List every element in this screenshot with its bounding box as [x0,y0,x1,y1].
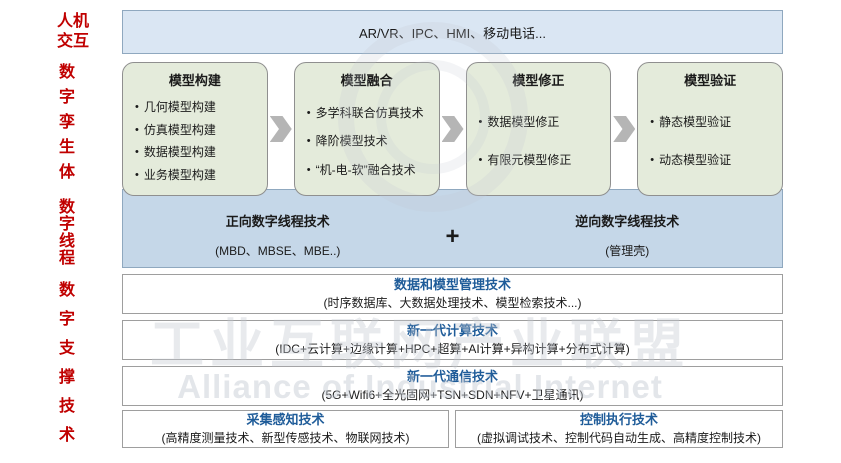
bar-data-model-management: 数据和模型管理技术 (时序数据库、大数据处理技术、模型检索技术...) [122,274,783,314]
list-item: • 有限元模型修正 [479,153,603,167]
model-box-verification: 模型验证 • 静态模型验证 • 动态模型验证 [637,62,783,196]
forward-thread-subtitle: (MBD、MBSE、MBE..) [215,244,341,258]
box-subtitle: (虚拟调试技术、控制代码自动生成、高精度控制技术) [477,431,761,445]
arrow-right-icon [269,116,292,142]
list-item-label: 数据模型修正 [487,115,560,129]
bullet-icon: • [135,146,139,159]
reverse-thread-title: 逆向数字线程技术 [575,214,680,229]
list-item-label: 几何模型构建 [143,99,216,114]
model-box-title: 模型构建 [168,73,221,88]
left-label-digital-support-tech: 数字支撑技术 [58,282,75,444]
list-item-label: 业务模型构建 [143,168,216,183]
list-item-label: 动态模型验证 [659,153,732,167]
reverse-thread-subtitle: (管理壳) [605,244,650,258]
left-label-digital-twin-body: 数字孪生体 [58,64,75,181]
arrow-right-icon [441,116,464,142]
model-box-construction: 模型构建 • 几何模型构建 • 仿真模型构建 • 数据模型构建 • 业务模型构建 [122,62,268,196]
box-subtitle: (高精度测量技术、新型传感技术、物联网技术) [161,431,410,445]
bullet-icon: • [478,154,483,166]
box-sensing-acquisition: 采集感知技术 (高精度测量技术、新型传感技术、物联网技术) [122,410,449,448]
interaction-devices-bar: AR/VR、IPC、HMI、移动电话... [122,10,783,54]
list-item: • 业务模型构建 [135,168,259,182]
forward-thread-title: 正向数字线程技术 [225,214,330,229]
forward-thread-section: 正向数字线程技术 (MBD、MBSE、MBE..) [123,190,433,267]
left-label-digital-thread: 数字线程 [58,199,75,267]
model-box-title: 模型融合 [340,73,393,88]
bullet-icon: • [135,169,139,182]
bar-next-gen-communication: 新一代通信技术 (5G+Wifi6+全光固网+TSN+SDN+NFV+卫星通讯) [122,366,783,406]
reverse-thread-section: 逆向数字线程技术 (管理壳) [473,190,783,267]
bullet-icon: • [306,106,311,119]
list-item: • 动态模型验证 [650,153,774,167]
model-box-item-list: • 多学科联合仿真技术 • 降阶模型技术 • “机-电-软”融合技术 [303,91,431,191]
list-item: • 几何模型构建 [135,100,259,114]
list-item-label: 仿真模型构建 [143,122,216,137]
left-label-human-machine-interaction: 人机交互 [56,13,89,50]
model-box-fusion: 模型融合 • 多学科联合仿真技术 • 降阶模型技术 • “机-电-软”融合技术 [293,62,440,196]
model-box-title: 模型修正 [512,73,565,88]
bar-subtitle: (5G+Wifi6+全光固网+TSN+SDN+NFV+卫星通讯) [321,388,584,402]
list-item-label: 数据模型构建 [143,145,216,160]
list-item-label: 静态模型验证 [659,115,732,129]
model-box-item-list: • 数据模型修正 • 有限元模型修正 [475,91,603,191]
plus-sign: + [445,222,460,250]
bullet-icon: • [478,116,483,128]
bar-title: 新一代通信技术 [406,369,498,384]
bar-next-gen-computing: 新一代计算技术 (IDC+云计算+边缘计算+HPC+超算+AI计算+异构计算+分… [122,320,783,360]
bullet-icon: • [650,116,655,128]
model-process-row: 模型构建 • 几何模型构建 • 仿真模型构建 • 数据模型构建 • 业务模型构建 模型融… [122,62,783,196]
model-box-item-list: • 静态模型验证 • 动态模型验证 [646,91,774,191]
list-item: • “机-电-软”融合技术 [307,163,431,177]
bullet-icon: • [306,135,311,147]
digital-thread-band: 正向数字线程技术 (MBD、MBSE、MBE..) + 逆向数字线程技术 (管理… [122,189,783,268]
model-box-item-list: • 几何模型构建 • 仿真模型构建 • 数据模型构建 • 业务模型构建 [131,91,259,191]
list-item: • 降阶模型技术 [307,134,431,148]
list-item: • 数据模型修正 [479,115,603,129]
bar-title: 新一代计算技术 [406,323,498,338]
box-title: 控制执行技术 [579,412,658,427]
arrow-right-icon [613,116,636,142]
list-item: • 静态模型验证 [650,115,774,129]
box-title: 采集感知技术 [246,412,325,427]
bullet-icon: • [650,154,655,166]
bullet-icon: • [135,123,139,136]
bar-subtitle: (时序数据库、大数据处理技术、模型检索技术...) [323,296,582,310]
list-item-label: 有限元模型修正 [487,153,572,167]
bar-subtitle: (IDC+云计算+边缘计算+HPC+超算+AI计算+异构计算+分布式计算) [275,342,630,356]
bullet-icon: • [306,163,311,176]
list-item: • 数据模型构建 [135,145,259,159]
list-item: • 多学科联合仿真技术 [307,106,431,120]
list-item: • 仿真模型构建 [135,123,259,137]
box-control-execution: 控制执行技术 (虚拟调试技术、控制代码自动生成、高精度控制技术) [455,410,783,448]
bar-title: 数据和模型管理技术 [393,277,511,292]
model-box-title: 模型验证 [684,73,737,88]
list-item-label: 多学科联合仿真技术 [315,105,424,120]
model-box-correction: 模型修正 • 数据模型修正 • 有限元模型修正 [465,62,612,196]
list-item-label: “机-电-软”融合技术 [315,162,416,177]
interaction-devices-text: AR/VR、IPC、HMI、移动电话... [358,25,547,41]
bullet-icon: • [135,100,139,113]
list-item-label: 降阶模型技术 [315,134,388,148]
